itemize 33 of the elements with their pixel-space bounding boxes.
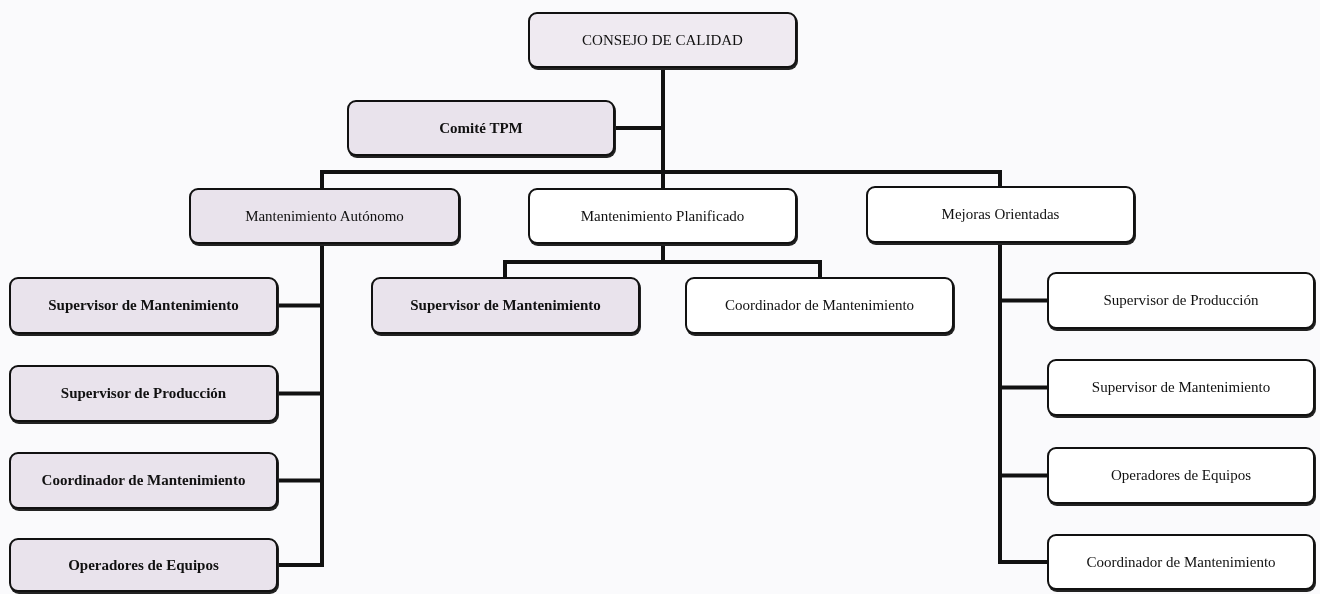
box-label: Operadores de Equipos (1110, 467, 1252, 484)
box-label: Supervisor de Producción (1102, 292, 1260, 309)
box-label: Coordinador de Mantenimiento (1085, 553, 1277, 571)
connector-line (998, 243, 1047, 564)
org-box (528, 188, 797, 244)
box-label: Supervisor de Mantenimiento (1090, 379, 1272, 396)
box-label: Mantenimiento Planificado (579, 207, 746, 225)
box-label: Comité TPM (438, 119, 524, 137)
connector-line (278, 244, 324, 567)
org-box (1047, 272, 1315, 329)
org-box (1047, 359, 1315, 416)
box-label: Operadores de Equipos (67, 556, 220, 574)
box-label: Supervisor de Producción (59, 385, 228, 402)
org-box (9, 538, 278, 592)
org-box (866, 186, 1135, 243)
org-box (528, 12, 797, 68)
box-label: CONSEJO DE CALIDAD (581, 31, 744, 49)
box-label: Mantenimiento Autónomo (244, 207, 405, 225)
org-box (189, 188, 460, 244)
box-label: Supervisor de Mantenimiento (47, 297, 240, 314)
org-box (347, 100, 615, 156)
org-box (1047, 447, 1315, 504)
connector-line (661, 244, 822, 277)
box-label: Coordinador de Mantenimiento (723, 297, 916, 314)
org-box (9, 277, 278, 334)
org-box (9, 452, 278, 509)
org-box (1047, 534, 1315, 590)
org-box (685, 277, 954, 334)
box-label: Coordinador de Mantenimiento (40, 472, 247, 489)
org-box (9, 365, 278, 422)
box-label: Supervisor de Mantenimiento (409, 297, 602, 314)
org-box (371, 277, 640, 334)
box-label: Mejoras Orientadas (940, 206, 1061, 223)
